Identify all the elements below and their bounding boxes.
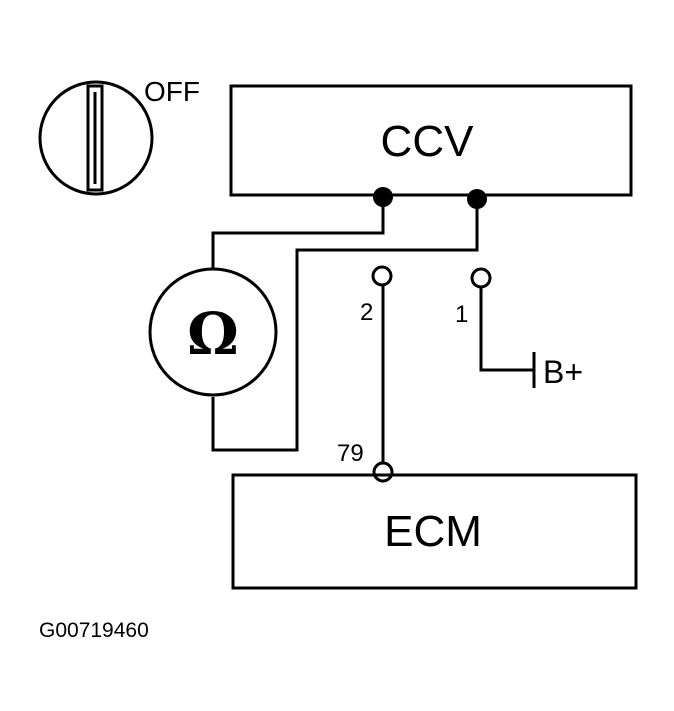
ecm-pin-label: 79 (337, 440, 364, 467)
battery-label: B+ (543, 354, 583, 390)
ecm-terminal-79 (372, 461, 394, 483)
ohmmeter-wires (211, 205, 479, 452)
figure-code: G00719460 (39, 619, 149, 642)
connector-pin-1 (470, 267, 492, 289)
pin-2-label: 2 (360, 299, 373, 326)
ccv-terminal-left (373, 187, 393, 207)
ignition-switch-icon (38, 80, 154, 196)
pin-1-label: 1 (455, 301, 468, 328)
ecm-box (231, 473, 638, 590)
pin-1-to-battery-wire (479, 287, 534, 372)
ccv-terminal-right (467, 189, 487, 209)
ccv-box (229, 84, 633, 197)
ohmmeter-icon (148, 267, 278, 397)
ecm-label: ECM (384, 507, 482, 556)
connector-pin-2 (371, 265, 393, 287)
ohmmeter-symbol: Ω (187, 300, 239, 368)
ccv-label: CCV (381, 117, 475, 166)
ignition-off-label: OFF (144, 76, 200, 107)
